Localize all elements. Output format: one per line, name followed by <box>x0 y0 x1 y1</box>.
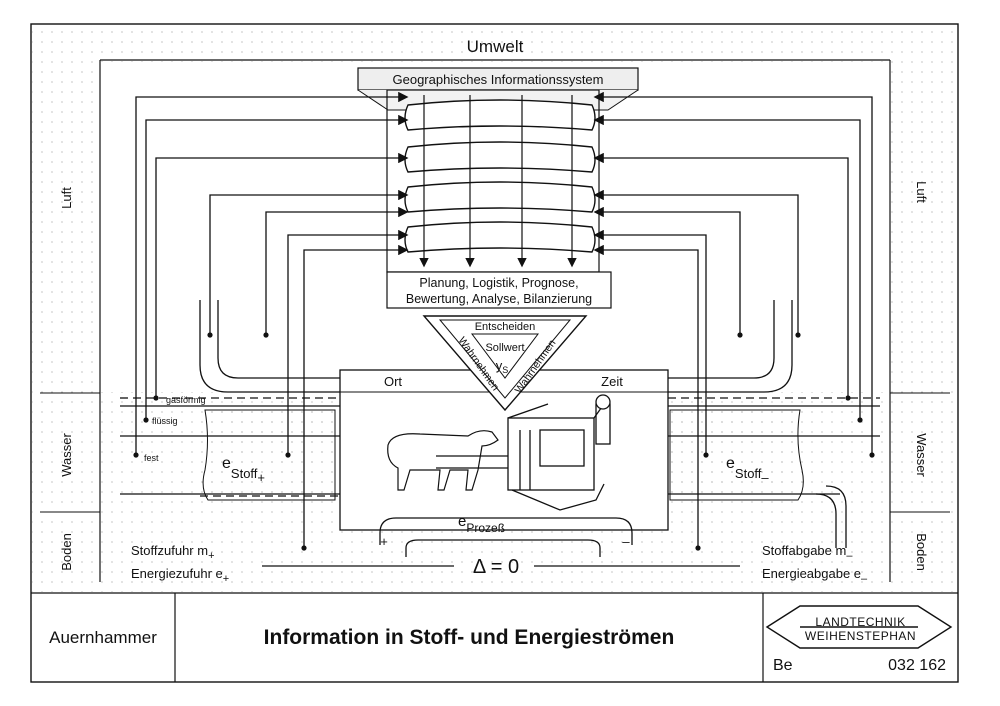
e-prozess-label: eProzeß <box>458 513 505 535</box>
brand-block: LANDTECHNIK WEIHENSTEPHAN Be 032 162 <box>763 593 958 682</box>
energiezufuhr-label: Energiezufuhr e+ <box>131 566 229 585</box>
sollwert-label: Sollwert <box>485 342 524 354</box>
boden-left-label: Boden <box>59 533 74 571</box>
wasser-left-label: Wasser <box>59 433 74 477</box>
wasser-right-label: Wasser <box>914 433 929 477</box>
plus-sign: + <box>380 534 388 549</box>
e-stoff-plus-label: eStoff+ <box>222 455 265 485</box>
logo-text-line2: WEIHENSTEPHAN <box>804 629 917 643</box>
luft-right-label: Luft <box>914 181 929 203</box>
boden-right-label: Boden <box>914 533 929 571</box>
fluessig-label: flüssig <box>152 416 178 426</box>
planung-line2: Bewertung, Analyse, Bilanzierung <box>406 292 592 306</box>
luft-left-label: Luft <box>59 187 74 209</box>
logo-text-line1: LANDTECHNIK <box>815 615 906 629</box>
ort-label: Ort <box>384 374 402 389</box>
gis-label: Geographisches Informationssystem <box>393 72 604 87</box>
planung-box <box>386 271 612 309</box>
umwelt-label: Umwelt <box>467 37 524 56</box>
document-code: Be <box>773 657 793 674</box>
energieabgabe-label: Energieabgabe e– <box>762 566 868 585</box>
decision-triangle <box>422 315 588 412</box>
gasfoermig-label: gasförmig <box>166 395 206 405</box>
delta-label: Δ = 0 <box>473 556 519 578</box>
document-number: 032 162 <box>888 657 946 674</box>
ys-label: yS <box>496 358 509 375</box>
planung-line1: Planung, Logistik, Prognose, <box>419 276 578 290</box>
page-title: Information in Stoff- und Energieströmen <box>263 625 675 649</box>
entscheiden-label: Entscheiden <box>475 321 536 333</box>
author-name: Auernhammer <box>49 627 157 647</box>
milking-robot-illustration <box>436 394 611 511</box>
landtechnik-logo <box>765 605 953 649</box>
information-stack <box>404 99 596 253</box>
fest-label: fest <box>144 453 159 463</box>
stoffzufuhr-label: Stoffzufuhr m+ <box>131 543 215 562</box>
stoffabgabe-label: Stoffabgabe m– <box>762 543 853 562</box>
cow-illustration <box>387 430 499 491</box>
zeit-label: Zeit <box>601 374 623 389</box>
e-stoff-minus-label: eStoff– <box>726 455 769 485</box>
footer: Auernhammer Information in Stoff- und En… <box>31 593 958 682</box>
minus-sign: – <box>622 534 630 549</box>
